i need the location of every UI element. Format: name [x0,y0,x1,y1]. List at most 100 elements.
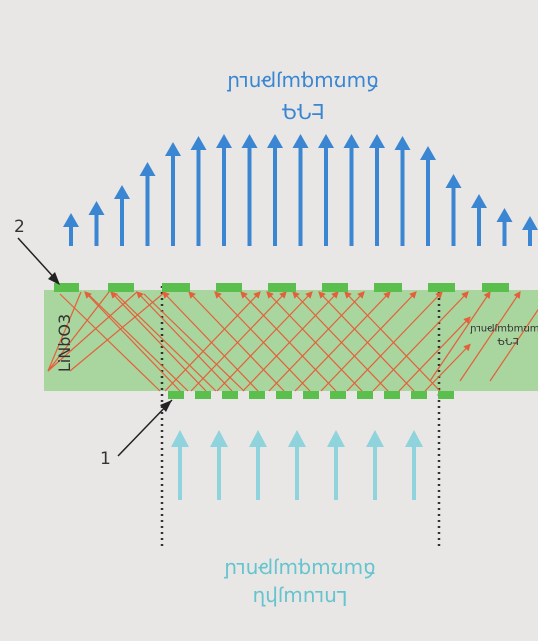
ray [214,291,311,392]
input-arrow-head [327,430,345,447]
output-arrow-head [165,142,181,156]
ray [87,293,189,392]
top-electrode [322,283,348,292]
top-electrode-row [54,283,509,292]
bottom-electrode-row [168,391,454,399]
bottom-electrode [384,391,400,399]
bottom-electrode [168,391,184,399]
crystal-label-line2: ճառագայթում [469,323,538,334]
ray [429,291,491,382]
ray [346,291,443,392]
output-arrow-head [63,213,79,227]
input-arrow-head [171,430,189,447]
input-arrow-head [249,430,267,447]
output-arrow-head [216,134,232,148]
ray [190,291,287,392]
ray [459,291,521,382]
bottom-electrode [303,391,319,399]
ray [84,291,181,392]
material-label: LiNbO3 [55,314,74,372]
top-electrode [54,283,79,292]
ray [344,291,441,392]
output-arrow-head [241,134,258,148]
input-arrow-head [405,430,423,447]
ray [268,291,365,392]
top-electrode [428,283,455,292]
output-label: ԷԴԳ ճառագայթում [227,71,379,123]
ray [372,291,469,392]
input-label: Լուսային ճառագայթում [224,558,376,610]
ray [240,291,337,392]
output-arrow-head [88,201,105,215]
internal-reflection-rays [47,291,538,392]
output-arrow-head [267,134,283,148]
output-arrow-head [190,136,207,150]
output-arrow-head [369,134,385,148]
ray [398,316,471,392]
beam-boundary-lines [160,286,441,548]
crystal-side-label: ԷԴԳ ճառագայթում [469,323,538,346]
input-arrow-head [288,430,306,447]
top-electrode [108,283,134,292]
bottom-electrode [222,391,238,399]
output-arrow-head [496,208,513,222]
ray [266,291,363,392]
input-label-line1: Լուսային [253,586,348,610]
top-electrode [162,283,190,292]
label-number-2: 2 [14,217,25,237]
ray [162,291,259,392]
output-arrow-head [292,134,309,148]
bottom-electrode [249,391,265,399]
bottom-electrode [438,391,454,399]
ray [164,291,261,392]
output-arrow-head [522,216,538,230]
ray [47,291,82,372]
bottom-electrode [411,391,427,399]
ray [110,291,207,392]
bottom-electrode [276,391,292,399]
ray [294,291,391,392]
ray [47,291,138,372]
top-electrode [268,283,296,292]
output-arrow-head [445,174,462,188]
pointer-head-2 [48,272,60,285]
input-label-line2: ճառագայթում [224,558,376,582]
ray [69,291,166,372]
ray [242,291,339,392]
output-arrow-head [343,134,360,148]
pointer-line-2 [17,237,59,283]
top-electrode [216,283,242,292]
crystal-label-line1: ԷԴԳ [497,335,519,346]
output-label-line1: ԷԴԳ [282,99,325,123]
output-label-line2: ճառագայթում [227,71,379,95]
top-electrode [482,283,509,292]
ray [188,291,285,392]
bottom-electrode [357,391,373,399]
output-arrow-group [63,134,538,246]
output-arrow-head [114,185,130,199]
ray [59,293,161,392]
output-arrow-head [139,162,156,176]
ray [143,293,245,392]
ray [320,291,417,392]
ray [136,291,233,392]
ray [318,291,415,392]
input-arrow-head [366,430,384,447]
output-arrow-head [394,136,411,150]
ray [115,293,217,392]
bottom-electrode [195,391,211,399]
pointer-head-1 [160,400,172,412]
ray [292,291,389,392]
output-arrow-head [318,134,334,148]
top-electrode [374,283,402,292]
pointer-line-1 [117,399,173,457]
input-arrow-head [210,430,228,447]
label-number-1: 1 [100,449,111,469]
ray [216,291,313,392]
ray [489,308,538,382]
bottom-electrode [330,391,346,399]
input-arrow-group [171,430,423,500]
output-arrow-head [471,194,487,208]
output-arrow-head [420,146,436,160]
